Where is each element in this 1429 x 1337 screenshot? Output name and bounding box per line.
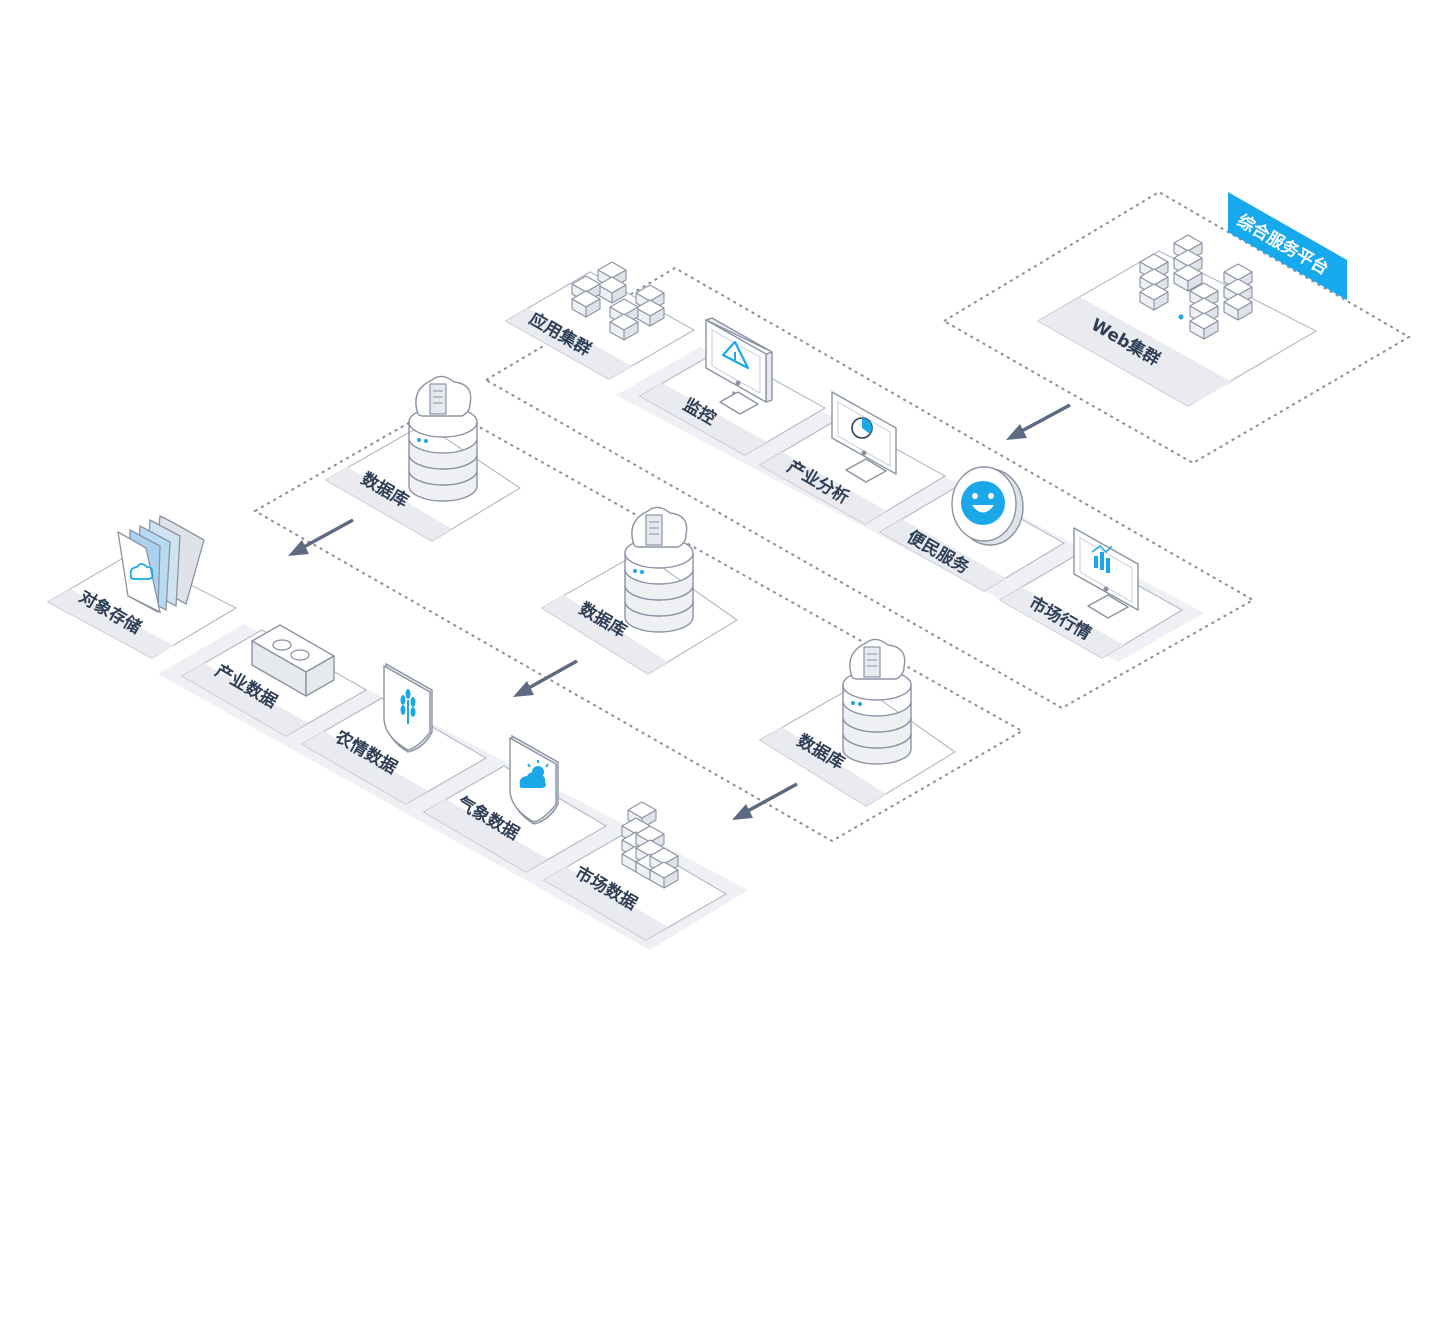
app-monitoring: 监控	[638, 317, 827, 456]
flow-arrow-db-to-agriculture	[513, 659, 578, 697]
data-source-industry: 产业数据	[180, 624, 368, 737]
app-industry-analysis: 产业分析	[758, 391, 947, 525]
data-source-market: 市场数据	[542, 801, 728, 941]
flow-arrow-db-to-storage	[288, 518, 354, 556]
folder-cloud-icon	[117, 514, 205, 614]
smiley-icon	[951, 466, 1024, 546]
hardware-icon	[251, 624, 335, 697]
server-cluster-icon	[1139, 234, 1253, 340]
web-cluster-group-outline	[942, 190, 1411, 465]
database-group-outline	[252, 403, 1025, 843]
database-node-1: 数据库	[324, 375, 522, 542]
pie-monitor-icon	[831, 391, 897, 483]
web-cluster-node: Web集群	[1036, 234, 1318, 407]
data-source-agriculture: 农情数据	[300, 662, 488, 805]
data-source-weather: 气象数据	[422, 734, 608, 873]
warning-monitor-icon	[705, 317, 773, 415]
flow-arrow-web-to-apps	[1006, 403, 1071, 440]
weather-shield-icon	[509, 734, 559, 825]
cloud-database-icon	[624, 506, 694, 633]
wheat-shield-icon	[383, 662, 433, 753]
cloud-database-icon	[842, 638, 912, 765]
database-node-2: 数据库	[540, 506, 739, 675]
bar-chart-monitor-icon	[1073, 527, 1139, 619]
app-public-service: 便民服务	[878, 466, 1066, 592]
flow-arrow-db-to-market	[732, 782, 798, 820]
cloud-database-icon	[408, 375, 478, 502]
database-node-3: 数据库	[758, 638, 957, 807]
app-cluster-node: 应用集群	[504, 261, 696, 380]
object-storage-node: 对象存储	[46, 514, 238, 659]
